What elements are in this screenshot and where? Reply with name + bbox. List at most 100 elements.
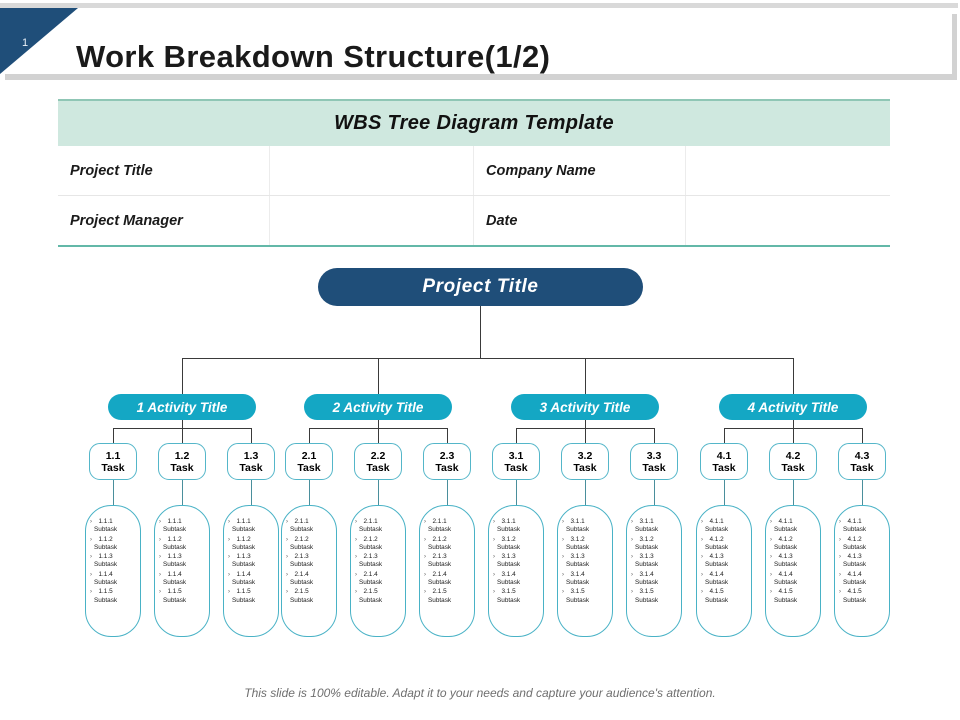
subtask-label: 4.1.4 Subtask — [705, 570, 729, 587]
list-item: ›3.1.3 Subtask — [493, 553, 540, 570]
list-item: ›4.1.5 Subtask — [839, 588, 886, 605]
tree-node-root[interactable]: Project Title — [318, 268, 643, 306]
chevron-right-icon: › — [631, 536, 633, 543]
tree-node-subtask-group-3.1[interactable]: ›3.1.1 Subtask›3.1.2 Subtask›3.1.3 Subta… — [488, 505, 544, 637]
list-item: ›4.1.5 Subtask — [770, 588, 817, 605]
list-item: ›2.1.3 Subtask — [355, 553, 402, 570]
chevron-right-icon: › — [286, 571, 288, 578]
tree-node-subtask-group-4.3[interactable]: ›4.1.1 Subtask›4.1.2 Subtask›4.1.3 Subta… — [834, 505, 890, 637]
connector-task-drop-1.1 — [113, 428, 114, 443]
cell-project-manager-value[interactable] — [270, 196, 474, 245]
tree-node-activity-1[interactable]: 1 Activity Title — [108, 394, 256, 420]
tree-node-subtask-group-4.1[interactable]: ›4.1.1 Subtask›4.1.2 Subtask›4.1.3 Subta… — [696, 505, 752, 637]
chevron-right-icon: › — [228, 554, 230, 561]
chevron-right-icon: › — [770, 519, 772, 525]
chevron-right-icon: › — [90, 554, 92, 561]
chevron-right-icon: › — [355, 519, 357, 525]
chevron-right-icon: › — [286, 554, 288, 561]
chevron-right-icon: › — [286, 519, 288, 525]
list-item: ›1.1.1 Subtask — [159, 518, 206, 535]
info-table-header-row: WBS Tree Diagram Template — [58, 99, 890, 146]
subtask-label: 1.1.2 Subtask — [232, 535, 256, 551]
cell-company-name-value[interactable] — [686, 146, 890, 195]
tree-node-subtask-group-1.1[interactable]: ›1.1.1 Subtask›1.1.2 Subtask›1.1.3 Subta… — [85, 505, 141, 637]
list-item: ›2.1.5 Subtask — [286, 588, 333, 605]
connector-root-stem — [480, 306, 481, 358]
chevron-right-icon: › — [355, 571, 357, 578]
subtask-label: 1.1.2 Subtask — [163, 535, 187, 551]
tree-node-subtask-group-4.2[interactable]: ›4.1.1 Subtask›4.1.2 Subtask›4.1.3 Subta… — [765, 505, 821, 637]
cell-project-manager-label: Project Manager — [58, 196, 270, 245]
chevron-right-icon: › — [228, 589, 230, 596]
tree-node-subtask-group-2.1[interactable]: ›2.1.1 Subtask›2.1.2 Subtask›2.1.3 Subta… — [281, 505, 337, 637]
list-item: ›2.1.2 Subtask — [286, 536, 333, 553]
list-item: ›4.1.3 Subtask — [701, 553, 748, 570]
connector-root-bus — [182, 358, 793, 359]
connector-activity-drop-4 — [793, 358, 794, 394]
cell-date-label: Date — [474, 196, 686, 245]
chevron-right-icon: › — [159, 519, 161, 525]
subtask-label: 4.1.3 Subtask — [705, 553, 729, 569]
list-item: ›2.1.1 Subtask — [424, 518, 471, 535]
subtask-label: 4.1.5 Subtask — [705, 588, 729, 604]
tree-node-activity-3[interactable]: 3 Activity Title — [511, 394, 659, 420]
task-number: 2.1 — [301, 449, 317, 462]
chevron-right-icon: › — [159, 536, 161, 543]
list-item: ›2.1.1 Subtask — [286, 518, 333, 535]
tree-node-subtask-group-3.3[interactable]: ›3.1.1 Subtask›3.1.2 Subtask›3.1.3 Subta… — [626, 505, 682, 637]
subtask-label: 1.1.5 Subtask — [94, 588, 118, 604]
chevron-right-icon: › — [424, 536, 426, 543]
tree-node-subtask-group-2.3[interactable]: ›2.1.1 Subtask›2.1.2 Subtask›2.1.3 Subta… — [419, 505, 475, 637]
tree-node-subtask-group-2.2[interactable]: ›2.1.1 Subtask›2.1.2 Subtask›2.1.3 Subta… — [350, 505, 406, 637]
subtask-label: 1.1.3 Subtask — [94, 553, 118, 569]
tree-node-subtask-group-1.3[interactable]: ›1.1.1 Subtask›1.1.2 Subtask›1.1.3 Subta… — [223, 505, 279, 637]
subtask-label: 3.1.3 Subtask — [497, 553, 521, 569]
tree-node-activity-2[interactable]: 2 Activity Title — [304, 394, 452, 420]
chevron-right-icon: › — [562, 519, 564, 525]
connector-task-drop-4.1 — [724, 428, 725, 443]
chevron-right-icon: › — [562, 571, 564, 578]
list-item: ›2.1.3 Subtask — [286, 553, 333, 570]
chevron-right-icon: › — [286, 589, 288, 596]
connector-activity-drop-3 — [585, 358, 586, 394]
tree-node-activity-4[interactable]: 4 Activity Title — [719, 394, 867, 420]
chevron-right-icon: › — [631, 571, 633, 578]
tree-node-subtask-group-3.2[interactable]: ›3.1.1 Subtask›3.1.2 Subtask›3.1.3 Subta… — [557, 505, 613, 637]
list-item: ›4.1.4 Subtask — [839, 571, 886, 588]
list-item: ›3.1.2 Subtask — [493, 536, 540, 553]
subtask-label: 2.1.1 Subtask — [290, 518, 314, 534]
cell-date-value[interactable] — [686, 196, 890, 245]
list-item: ›2.1.4 Subtask — [424, 571, 471, 588]
subtask-label: 4.1.4 Subtask — [843, 570, 867, 587]
chevron-right-icon: › — [424, 589, 426, 596]
chevron-right-icon: › — [839, 519, 841, 525]
cell-project-title-value[interactable] — [270, 146, 474, 195]
chevron-right-icon: › — [562, 536, 564, 543]
subtask-label: 2.1.3 Subtask — [359, 553, 383, 569]
subtask-label: 2.1.4 Subtask — [428, 570, 452, 587]
task-word: Task — [781, 461, 805, 474]
task-number: 1.2 — [174, 449, 190, 462]
chevron-right-icon: › — [159, 571, 161, 578]
list-item: ›3.1.5 Subtask — [631, 588, 678, 605]
corner-triangle-decoration — [0, 8, 78, 74]
tree-node-subtask-group-1.2[interactable]: ›1.1.1 Subtask›1.1.2 Subtask›1.1.3 Subta… — [154, 505, 210, 637]
chevron-right-icon: › — [424, 519, 426, 525]
subtask-label: 3.1.4 Subtask — [635, 570, 659, 587]
chevron-right-icon: › — [839, 571, 841, 578]
info-table: WBS Tree Diagram Template Project Title … — [58, 99, 890, 247]
task-number: 3.2 — [577, 449, 593, 462]
subtask-label: 1.1.1 Subtask — [163, 518, 187, 534]
